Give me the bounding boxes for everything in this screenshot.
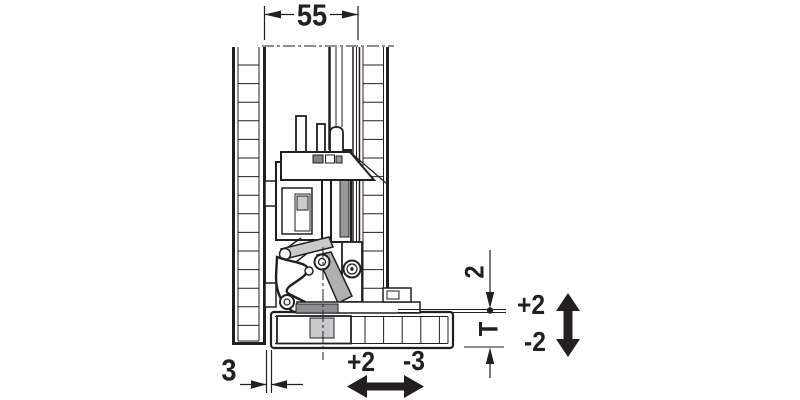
door-thickness-label: T — [473, 321, 504, 337]
side-adjust-minus-label: -3 — [403, 345, 425, 376]
height-adjust-minus-label: -2 — [524, 326, 546, 357]
dimension-T — [464, 346, 504, 378]
width-dimension-label: 55 — [296, 0, 328, 33]
pivot-point — [279, 294, 295, 310]
right-panel-hatching — [363, 64, 384, 289]
clearance-dimension-label: 2 — [459, 265, 490, 279]
top-plate — [280, 151, 377, 181]
hinge-mechanism — [264, 115, 421, 345]
dimension-2 — [398, 250, 506, 314]
pivot-point — [313, 253, 331, 271]
side-adjustment-arrow-icon — [347, 375, 424, 398]
height-adjustment-arrow-icon — [556, 293, 580, 357]
door-hatching — [364, 316, 440, 344]
centerlines — [262, 45, 394, 360]
left-side-panel — [232, 47, 266, 345]
gap-dimension-label: 3 — [221, 352, 237, 388]
dimension-3 — [240, 350, 303, 393]
left-panel-hatching — [238, 64, 259, 326]
reference-dot — [486, 307, 494, 314]
dimension-55 — [263, 6, 359, 40]
height-adjust-plus-label: +2 — [516, 289, 546, 320]
side-adjust-plus-label: +2 — [346, 346, 376, 377]
